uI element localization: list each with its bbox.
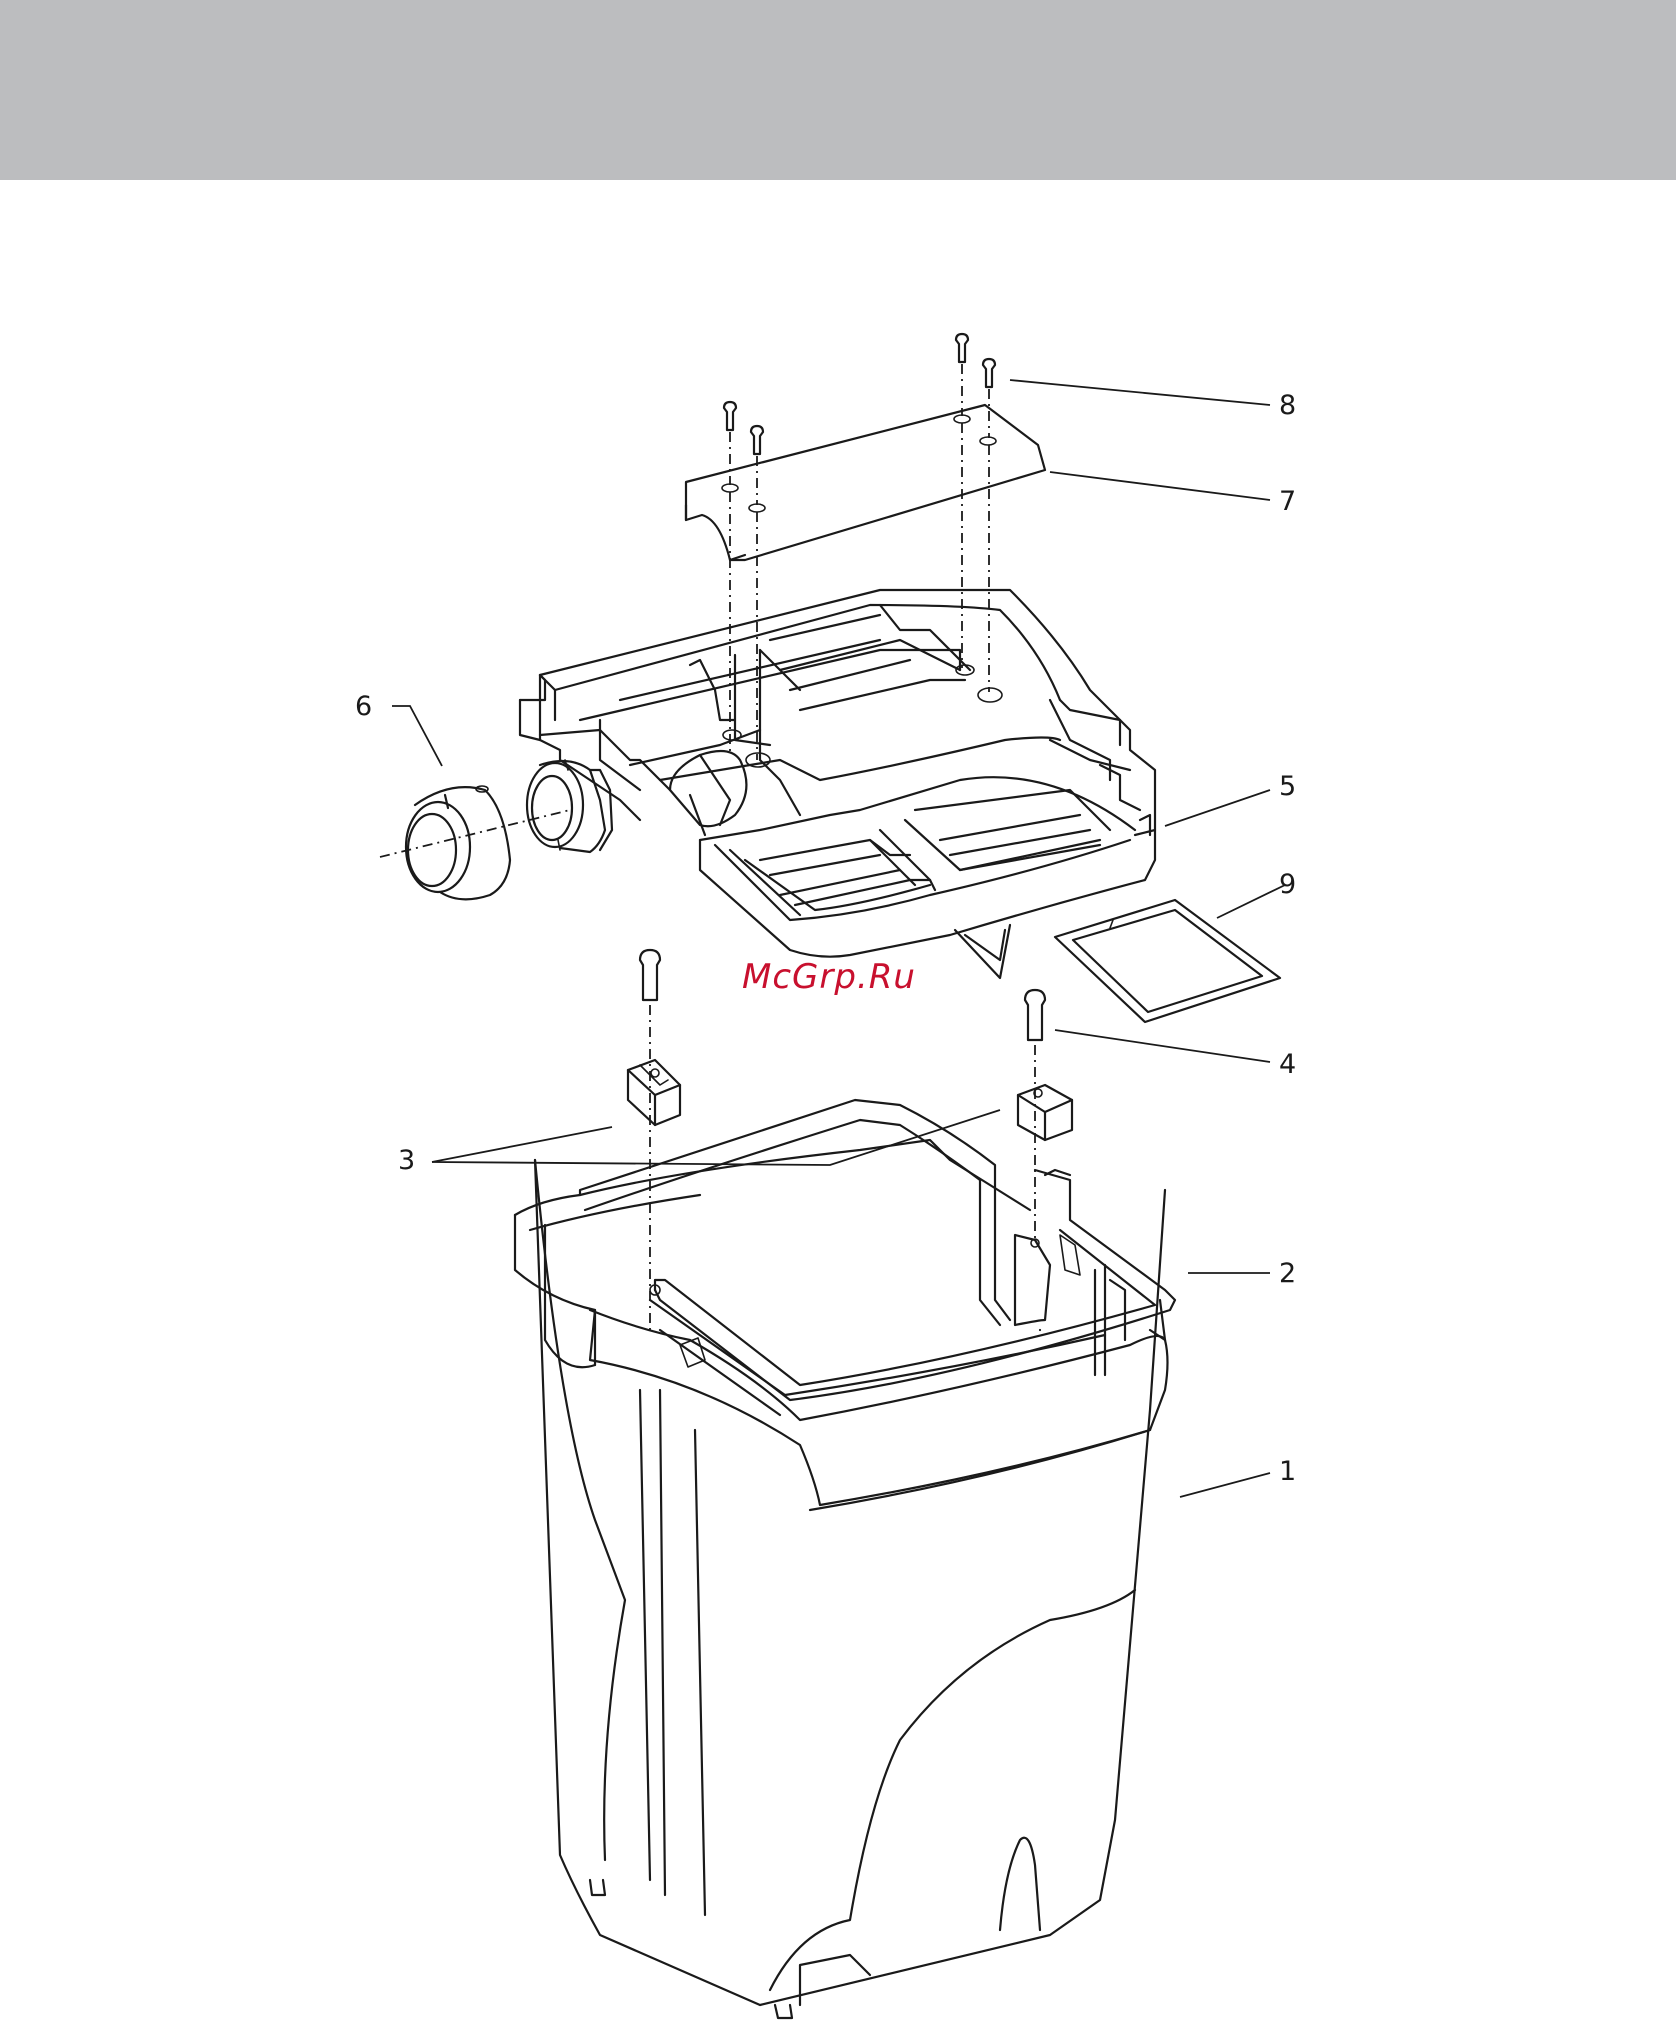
filter-pad — [1055, 900, 1280, 1022]
label-part-5: 5 — [1279, 773, 1296, 800]
watermark: McGrp.Ru — [742, 957, 916, 997]
label-part-7: 7 — [1279, 488, 1296, 515]
hinge-pin-left — [640, 950, 660, 1330]
cover-plate — [686, 405, 1045, 560]
label-part-1: 1 — [1279, 1458, 1296, 1485]
ring-coupling — [380, 760, 612, 899]
label-part-2: 2 — [1279, 1260, 1296, 1287]
label-part-6: 6 — [355, 693, 372, 720]
label-part-9: 9 — [1279, 871, 1296, 898]
label-part-4: 4 — [1279, 1051, 1296, 1078]
hinge-block-left — [628, 1060, 680, 1125]
label-part-3: 3 — [398, 1147, 415, 1174]
label-part-8: 8 — [1279, 392, 1296, 419]
lid-assembly — [520, 590, 1155, 978]
container-body — [535, 1160, 1165, 2018]
hinge-block-right — [1018, 1085, 1072, 1140]
hinge-pin-right — [1025, 990, 1045, 1240]
